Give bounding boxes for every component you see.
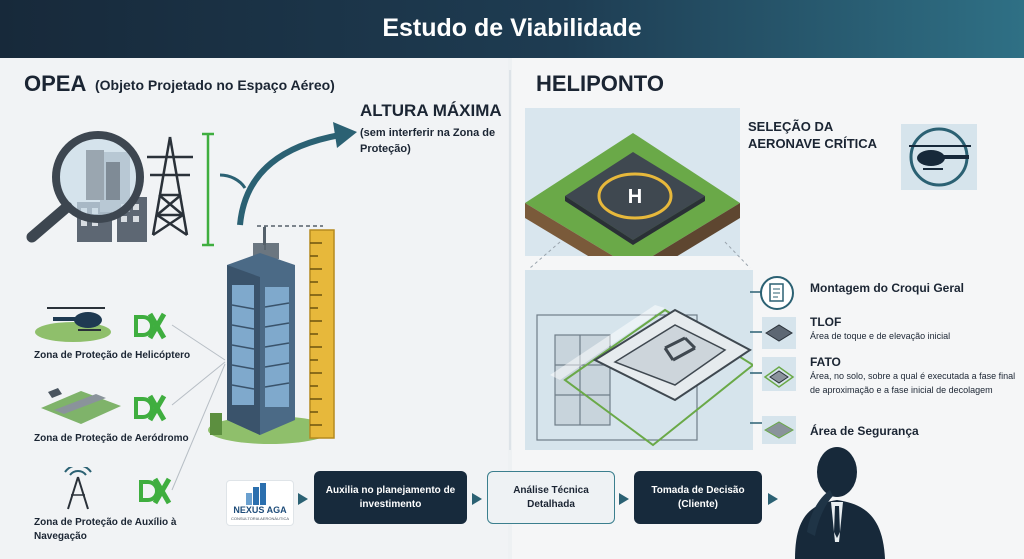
zone-label-auxilio: Zona de Proteção de Auxílio à Navegação xyxy=(34,517,177,542)
helicopter-icon xyxy=(909,127,971,187)
altura-arrow-icon xyxy=(219,122,357,226)
item-title-area-seguranca: Área de Segurança xyxy=(810,424,919,438)
document-icon xyxy=(760,276,794,310)
ruler-icon xyxy=(309,229,335,439)
altura-maxima-title: ALTURA MÁXIMA xyxy=(360,101,502,120)
aeronave-critica-label: SELEÇÃO DA AERONAVE CRÍTICA xyxy=(748,119,878,151)
airport-zone-icon xyxy=(41,388,121,424)
opea-subtitle: (Objeto Projetado no Espaço Aéreo) xyxy=(95,77,335,93)
item-connectors xyxy=(750,291,762,424)
nexus-logo: NEXUS AGA CONSULTORIA AERONÁUTICA xyxy=(226,480,294,526)
flow-arrow-4 xyxy=(768,493,778,505)
building-icon xyxy=(208,227,332,444)
opea-title: OPEA xyxy=(24,71,87,96)
flow-arrow-1 xyxy=(298,493,308,505)
tlof-icon xyxy=(762,317,796,349)
flow-arrow-3 xyxy=(619,493,629,505)
helicopter-zone-icon xyxy=(35,307,111,342)
item-title-croqui: Montagem do Croqui Geral xyxy=(810,281,965,295)
panel-divider xyxy=(509,70,511,450)
zone-connector-lines xyxy=(171,324,226,491)
nexus-logo-text: NEXUS AGA xyxy=(233,505,287,515)
antenna-icon xyxy=(64,467,92,510)
area-seguranca-icon xyxy=(762,416,796,444)
magnifier-icon xyxy=(26,131,147,243)
flow-step-planejamento: Auxilia no planejamento de investimento xyxy=(314,471,467,524)
heliponto-title: HELIPONTO xyxy=(536,71,664,96)
item-title-tlof: TLOF xyxy=(810,315,842,329)
nexus-logo-icon xyxy=(246,483,266,505)
helipad-letter: H xyxy=(628,186,642,208)
x-mark-icon xyxy=(139,477,172,505)
nexus-logo-subtext: CONSULTORIA AERONÁUTICA xyxy=(230,516,290,521)
height-dashed-line xyxy=(257,225,323,250)
x-mark-icon xyxy=(134,394,167,422)
height-indicator-icon xyxy=(202,132,214,247)
helipad-icon: H xyxy=(525,133,740,256)
item-desc-fato: Área, no solo, sobre a qual é executada … xyxy=(810,371,1016,395)
flow-arrow-2 xyxy=(472,493,482,505)
croqui-plan-drawing xyxy=(536,305,753,447)
page-title: Estudo de Viabilidade xyxy=(382,14,642,42)
zone-label-aerodromo: Zona de Proteção de Aeródromo xyxy=(34,433,189,444)
flow-step-decisao: Tomada de Decisão (Cliente) xyxy=(634,471,762,524)
fato-icon xyxy=(762,357,796,391)
header-bar: Estudo de Viabilidade xyxy=(0,0,1024,58)
power-tower-icon xyxy=(147,136,193,237)
altura-maxima-subtitle: (sem interferir na Zona de Proteção) xyxy=(360,127,496,155)
zone-label-helicoptero: Zona de Proteção de Helicóptero xyxy=(34,350,191,361)
helipad-projection-lines xyxy=(529,241,751,269)
client-silhouette-icon xyxy=(795,447,885,559)
x-mark-icon xyxy=(134,312,167,340)
item-title-fato: FATO xyxy=(810,355,841,369)
item-desc-tlof: Área de toque e de elevação inicial xyxy=(810,331,951,341)
flow-step-analise: Análise Técnica Detalhada xyxy=(487,471,615,524)
